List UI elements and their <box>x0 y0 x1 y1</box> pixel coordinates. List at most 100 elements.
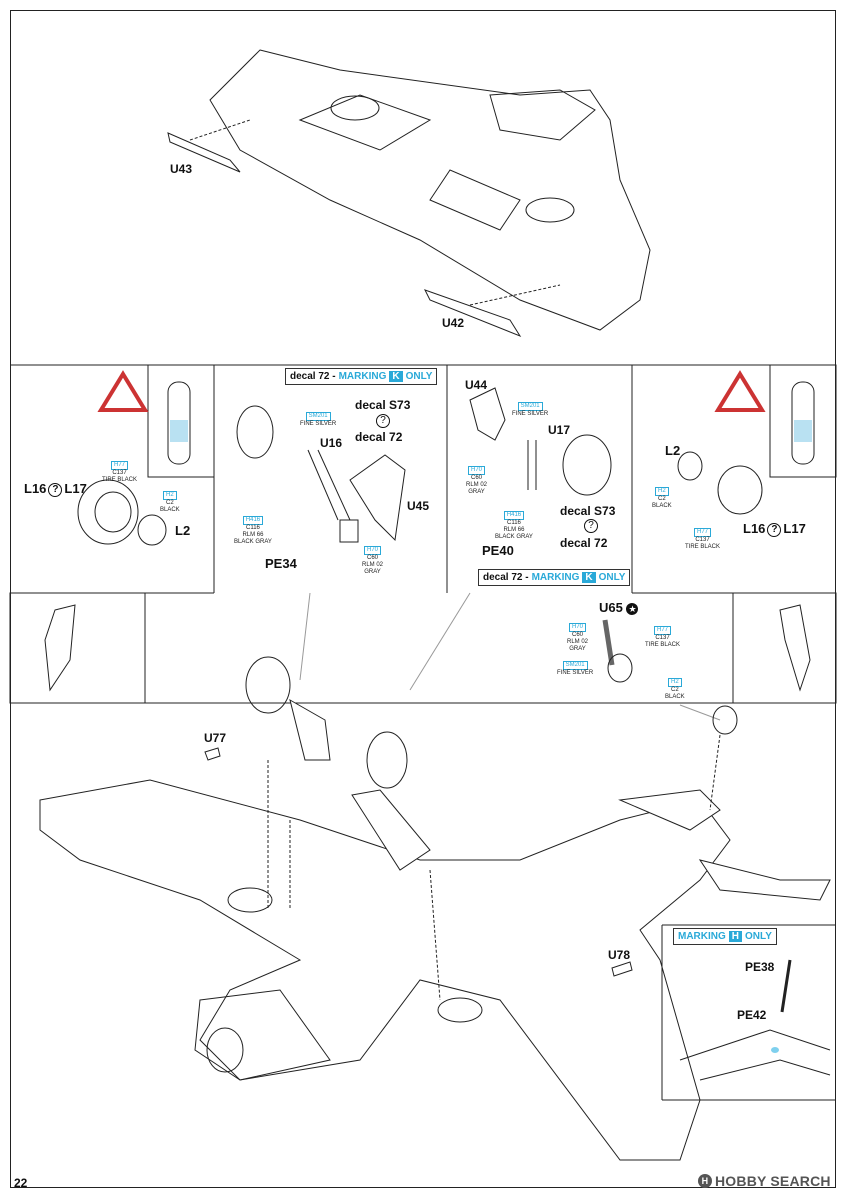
banner-marking: MARKING <box>338 371 387 382</box>
paint-h416-center-left: H416 C116 RLM 66 BLACK GRAY <box>234 516 272 546</box>
paint-name-2: GRAY <box>468 489 485 495</box>
paint-code: H416 <box>242 516 264 525</box>
paint-name-2: GRAY <box>569 646 586 652</box>
decal-72-label-right: decal 72 <box>560 536 608 550</box>
watermark-text: HOBBY SEARCH <box>715 1173 831 1189</box>
part-u78-label: U78 <box>608 948 631 962</box>
paint-code: H2 <box>668 678 682 687</box>
paint-number: C2 <box>671 687 679 693</box>
paint-code: H70 <box>468 466 486 475</box>
paint-number: C60 <box>367 555 379 561</box>
paint-sm201-center-right: SM201 FINE SILVER <box>512 402 548 418</box>
paint-code: H77 <box>654 626 672 635</box>
paint-name: RLM 66 <box>242 532 264 538</box>
banner-suffix: ONLY <box>745 931 772 942</box>
paint-number: C2 <box>166 500 174 506</box>
paint-name: FINE SILVER <box>557 670 594 676</box>
paint-h77-right: H77 C137 TIRE BLACK <box>685 528 720 551</box>
banner-letter: H <box>728 931 743 942</box>
paint-code: SM201 <box>517 402 543 411</box>
part-l2-right-label: L2 <box>665 443 681 458</box>
paint-h77-bottom: H77 C137 TIRE BLACK <box>645 626 680 649</box>
part-u65-text: U65 <box>599 600 623 615</box>
question-icon: ? <box>48 482 63 497</box>
part-l16-label: L16 <box>24 481 47 496</box>
paint-name: FINE SILVER <box>512 411 549 417</box>
question-icon: ? <box>584 519 598 533</box>
paint-code: H77 <box>694 528 712 537</box>
part-u43-label: U43 <box>170 162 193 176</box>
part-l16-label: L16 <box>743 521 766 536</box>
paint-name: RLM 02 <box>466 482 488 488</box>
part-l17-label: L17 <box>64 481 87 496</box>
paint-h416-center-right: H416 C116 RLM 66 BLACK GRAY <box>495 511 533 541</box>
part-u77-label: U77 <box>204 731 227 745</box>
part-l2-left-label: L2 <box>175 523 191 538</box>
paint-code: H416 <box>503 511 525 520</box>
page-number: 22 <box>14 1176 28 1190</box>
paint-number: C137 <box>112 470 127 476</box>
part-u44-label: U44 <box>465 378 488 392</box>
paint-name: TIRE BLACK <box>685 544 721 550</box>
watermark: H HOBBY SEARCH <box>698 1173 831 1189</box>
paint-h70-center-left: H70 C60 RLM 02 GRAY <box>362 546 383 576</box>
paint-number: C137 <box>655 635 670 641</box>
paint-name: BLACK <box>652 503 672 509</box>
part-pe42-label: PE42 <box>737 1008 767 1022</box>
paint-name-2: BLACK GRAY <box>234 539 272 545</box>
paint-name: RLM 66 <box>503 527 525 533</box>
question-icon: ? <box>767 522 782 537</box>
paint-sm201-center-left: SM201 FINE SILVER <box>300 412 336 428</box>
part-u16-label: U16 <box>320 436 343 450</box>
paint-number: C60 <box>471 475 483 481</box>
banner-marking: MARKING <box>678 931 726 942</box>
paint-h2-bottom: H2 C2 BLACK <box>665 678 685 701</box>
paint-number: C2 <box>658 496 666 502</box>
part-l16-l17-right: L16?L17 <box>743 521 806 537</box>
paint-code: H70 <box>364 546 382 555</box>
paint-name: FINE SILVER <box>300 421 337 427</box>
banner-prefix: decal 72 - <box>290 371 336 382</box>
paint-code: H77 <box>111 461 129 470</box>
decal-s73-label-left: decal S73 <box>355 398 411 412</box>
paint-h2-right: H2 C2 BLACK <box>652 487 672 510</box>
part-pe40-label: PE40 <box>482 543 514 558</box>
banner-prefix: decal 72 - <box>483 572 529 583</box>
part-u17-label: U17 <box>548 423 571 437</box>
paint-code: SM201 <box>305 412 331 421</box>
paint-h70-bottom: H70 C60 RLM 02 GRAY <box>567 623 588 653</box>
paint-name: BLACK <box>160 507 180 513</box>
part-pe38-label: PE38 <box>745 960 775 974</box>
banner-letter: K <box>389 371 403 382</box>
paint-name: TIRE BLACK <box>102 477 138 483</box>
paint-h70-center-right: H70 C60 RLM 02 GRAY <box>466 466 487 496</box>
paint-code: H2 <box>163 491 177 500</box>
paint-name-2: GRAY <box>364 569 381 575</box>
paint-number: C116 <box>507 520 521 526</box>
part-u65-label: U65 ★ <box>599 600 639 615</box>
hobby-search-logo-icon: H <box>698 1174 712 1188</box>
banner-letter: K <box>582 572 596 583</box>
paint-code: SM201 <box>562 661 588 670</box>
star-icon: ★ <box>626 603 639 615</box>
banner-suffix: ONLY <box>405 371 433 382</box>
paint-sm201-bottom: SM201 FINE SILVER <box>557 661 593 677</box>
paint-name: RLM 02 <box>567 639 589 645</box>
decal-s73-label-right: decal S73 <box>560 504 616 518</box>
question-icon: ? <box>376 414 390 428</box>
marking-k-banner-left: decal 72 - MARKING K ONLY <box>285 368 438 385</box>
banner-suffix: ONLY <box>598 572 626 583</box>
paint-number: C116 <box>246 525 260 531</box>
marking-h-banner: MARKING H ONLY <box>673 928 777 945</box>
decal-72-label-left: decal 72 <box>355 430 403 444</box>
part-l17-label: L17 <box>783 521 806 536</box>
part-u42-label: U42 <box>442 316 465 330</box>
part-l16-l17-left: L16?L17 <box>24 481 87 497</box>
paint-code: H70 <box>569 623 587 632</box>
paint-name: TIRE BLACK <box>645 642 681 648</box>
paint-code: H2 <box>655 487 669 496</box>
paint-name: BLACK <box>665 694 685 700</box>
paint-name: RLM 02 <box>362 562 384 568</box>
part-pe34-label: PE34 <box>265 556 297 571</box>
